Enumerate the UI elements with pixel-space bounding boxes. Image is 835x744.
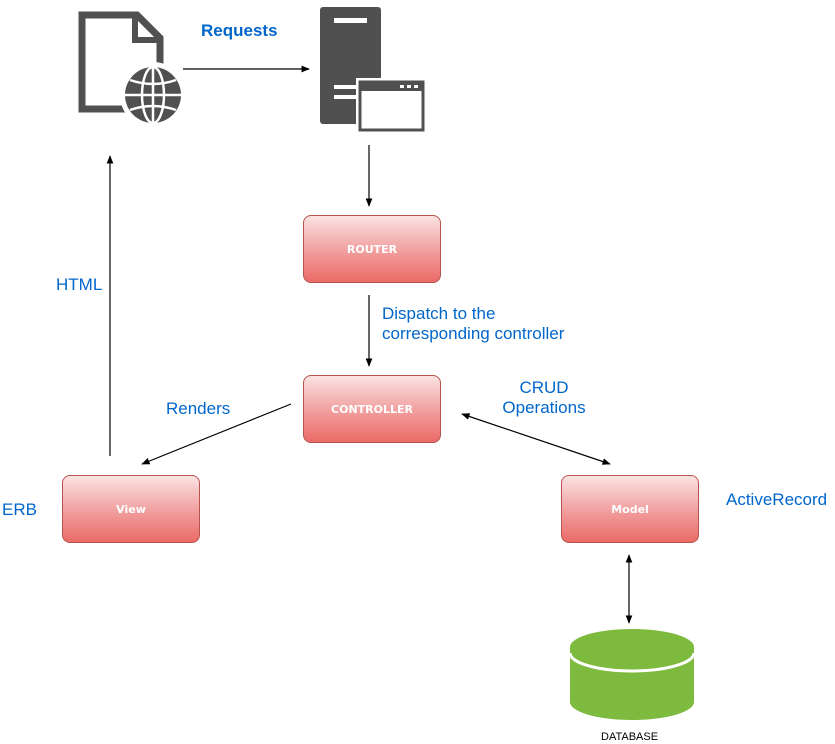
- erb-label: ERB: [2, 500, 37, 519]
- arrow-controller-to-view: [141, 403, 292, 465]
- controller-label: CONTROLLER: [331, 402, 413, 416]
- view-node: View: [62, 475, 200, 543]
- router-label: ROUTER: [346, 242, 398, 256]
- database-label: DATABASE: [601, 731, 659, 743]
- dispatch-label: Dispatch to the corresponding controller: [382, 304, 564, 344]
- renders-label: Renders: [166, 399, 231, 418]
- model-label: Model: [611, 502, 649, 516]
- dispatch-label-line2: corresponding controller: [382, 324, 565, 343]
- dispatch-label-line1: Dispatch to the: [382, 304, 496, 323]
- controller-node: CONTROLLER: [303, 375, 441, 443]
- activerecord-label: ActiveRecord: [726, 490, 828, 509]
- crud-label: CRUD Operations: [496, 378, 592, 418]
- html-label: HTML: [56, 275, 103, 294]
- view-label: View: [116, 502, 146, 516]
- router-node: ROUTER: [303, 215, 441, 283]
- arrow-controller-model: [461, 413, 611, 465]
- requests-label: Requests: [201, 21, 278, 40]
- crud-label-line1: CRUD: [519, 378, 569, 397]
- crud-label-line2: Operations: [502, 398, 586, 417]
- model-node: Model: [561, 475, 699, 543]
